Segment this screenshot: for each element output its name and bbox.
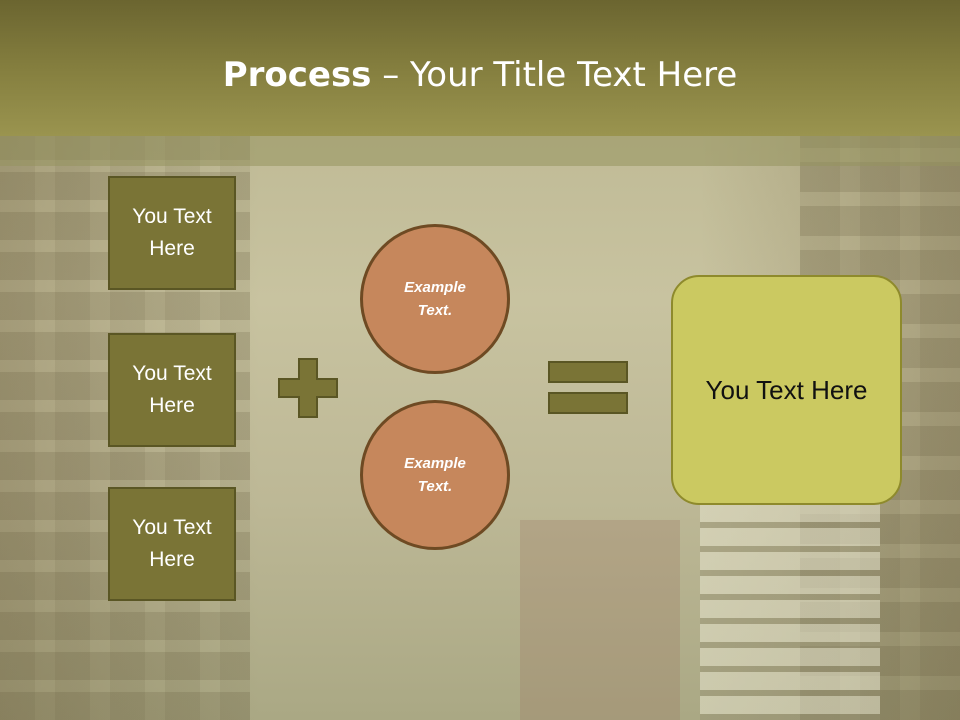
example-circle-1[interactable]: Example Text.: [360, 224, 510, 374]
result-box-label: You Text Here: [705, 374, 868, 405]
left-box-1-label: You Text Here: [132, 205, 212, 260]
left-box-3-label: You Text Here: [132, 516, 212, 571]
background-doorway: [520, 520, 680, 720]
left-box-2-label: You Text Here: [132, 362, 212, 417]
result-box[interactable]: You Text Here: [671, 275, 902, 505]
slide-title-bold: Process: [222, 55, 372, 95]
left-box-3[interactable]: You Text Here: [108, 487, 236, 601]
slide-title[interactable]: Process – Your Title Text Here: [0, 50, 960, 100]
example-circle-1-label: Example Text.: [404, 279, 466, 319]
example-circle-2-label: Example Text.: [404, 455, 466, 495]
title-bar: [0, 0, 960, 136]
example-circle-2[interactable]: Example Text.: [360, 400, 510, 550]
left-box-1[interactable]: You Text Here: [108, 176, 236, 290]
plus-icon[interactable]: [277, 357, 339, 419]
equals-icon[interactable]: [548, 361, 628, 415]
background-stairs: [700, 480, 880, 720]
title-bar-strip: [0, 136, 960, 166]
left-box-2[interactable]: You Text Here: [108, 333, 236, 447]
slide-title-rest: – Your Title Text Here: [371, 55, 738, 95]
